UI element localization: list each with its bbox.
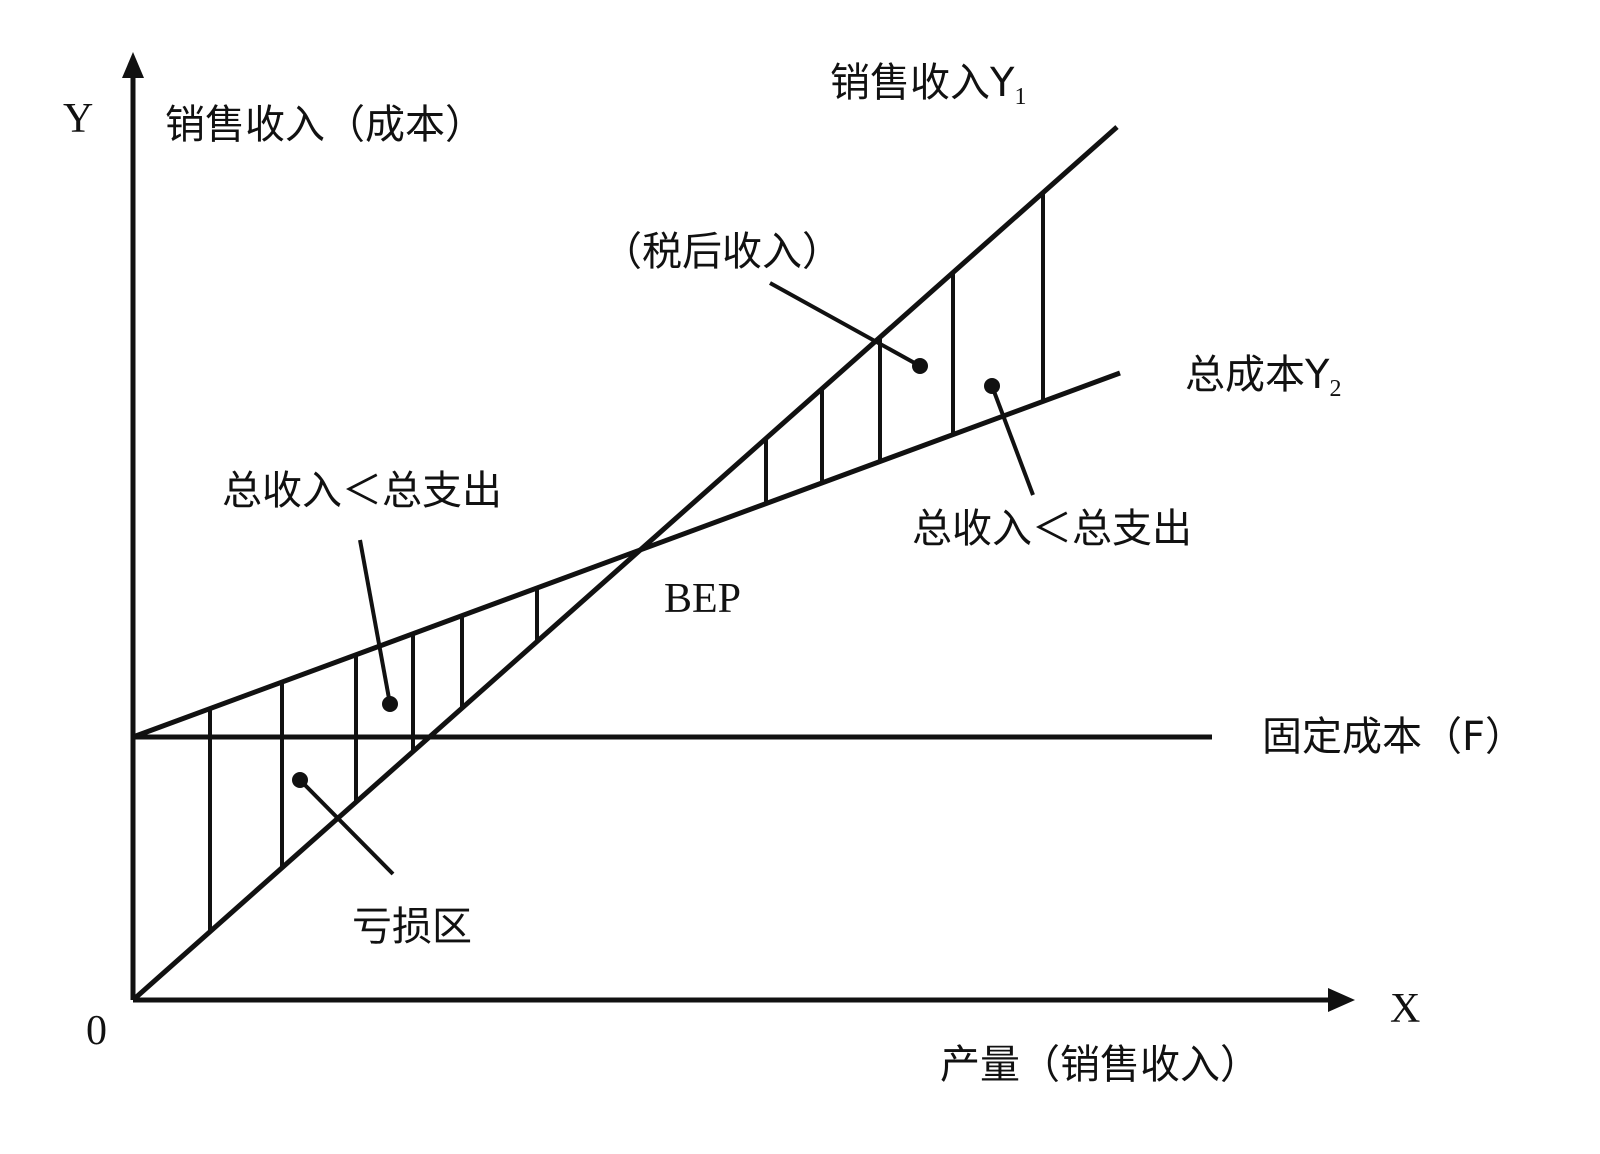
annotation-leaders xyxy=(292,281,1035,876)
profit-note-leader xyxy=(990,385,1035,496)
bep-label: BEP xyxy=(664,576,741,622)
x-axis-arrow-icon xyxy=(1328,988,1355,1012)
loss-note-label: 总收入＜总支出 xyxy=(222,468,502,514)
origin-label: 0 xyxy=(86,1008,107,1054)
y-axis-arrow-icon xyxy=(122,52,144,78)
after-tax-label: （税后收入） xyxy=(602,229,842,275)
profit-note-label: 总收入＜总支出 xyxy=(912,506,1192,552)
profit-region-hatching xyxy=(764,192,1045,503)
loss-note-dot xyxy=(382,696,398,712)
fixed-cost-label: 固定成本（F） xyxy=(1262,714,1525,760)
after-tax-leader xyxy=(769,281,921,368)
x-axis-title: 产量（销售收入） xyxy=(940,1042,1260,1088)
y-axis-label: Y xyxy=(63,96,93,142)
y-axis-title: 销售收入（成本） xyxy=(165,102,485,148)
axes xyxy=(122,52,1355,1012)
total-cost-label: 总成本Y2 xyxy=(1185,352,1341,402)
loss-area-label: 亏损区 xyxy=(352,904,472,950)
loss-area-leader xyxy=(298,778,395,876)
loss-area-dot xyxy=(292,772,308,788)
sales-revenue-label: 销售收入Y1 xyxy=(830,60,1026,110)
after-tax-dot xyxy=(912,358,928,374)
total-cost-line xyxy=(132,370,1121,740)
labels: Y 销售收入（成本） X 产量（销售收入） 0 销售收入Y1 总成本Y2 固定成… xyxy=(63,60,1525,1088)
profit-note-dot xyxy=(984,378,1000,394)
loss-region-hatching xyxy=(208,588,539,932)
x-axis-label: X xyxy=(1390,986,1420,1032)
loss-note-leader xyxy=(358,539,392,705)
